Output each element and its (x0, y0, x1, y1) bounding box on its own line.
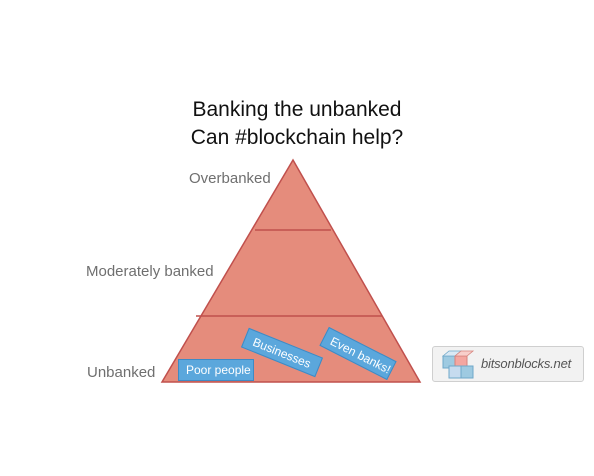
level-label-moderately-banked: Moderately banked (86, 263, 214, 280)
tag-poor-people: Poor people (178, 359, 254, 381)
level-label-overbanked: Overbanked (189, 170, 271, 187)
title-line-2: Can #blockchain help? (190, 126, 404, 149)
pyramid-shape (160, 158, 422, 383)
blocks-logo-icon (441, 350, 475, 379)
bitsonblocks-logo: bitsonblocks.net (432, 346, 584, 382)
logo-text: bitsonblocks.net (481, 356, 572, 371)
level-label-unbanked: Unbanked (87, 364, 156, 381)
title-line-1: Banking the unbanked (192, 98, 402, 121)
